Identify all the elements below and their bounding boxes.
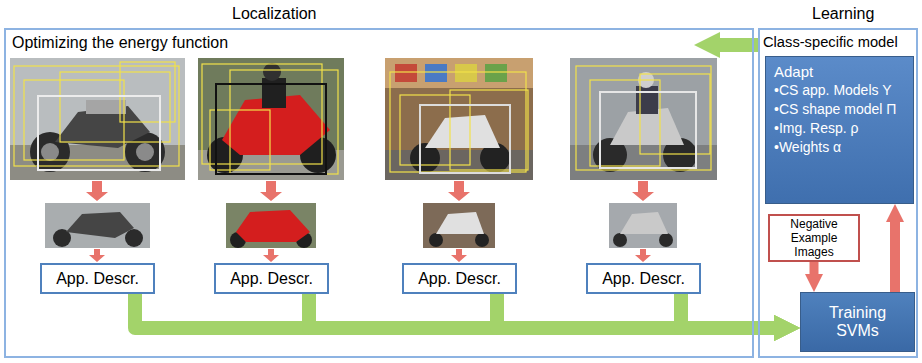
box-label: App. Descr.: [418, 270, 501, 288]
input-box: Negative Example Images: [768, 214, 860, 262]
descriptor-box: App. Descr.: [40, 263, 155, 294]
flow-arrow: [890, 222, 900, 292]
bullet-item: •Img. Resp. ρ: [774, 119, 905, 138]
box-label: Negative Example Images: [775, 217, 853, 259]
panel-subtitle: Optimizing the energy function: [12, 34, 752, 52]
descriptor-box: App. Descr.: [402, 263, 517, 294]
region-panel: LearningClass-specific modelAdapt•CS app…: [758, 28, 918, 358]
process-box: Training SVMs: [800, 292, 915, 352]
descriptor-box: App. Descr.: [586, 263, 701, 294]
flow-arrow: [309, 294, 774, 328]
cropped-image: [226, 203, 316, 248]
model-box: Adapt•CS app. Models Y•CS shape model Π•…: [765, 56, 914, 204]
flow-arrow: [681, 294, 774, 328]
photo: [198, 58, 344, 180]
bullet-item: •CS app. Models Y: [774, 81, 905, 100]
box-label: App. Descr.: [56, 270, 139, 288]
panel-heading: Localization: [232, 5, 317, 23]
flow-arrow: [810, 262, 819, 274]
descriptor-box: App. Descr.: [214, 263, 329, 294]
photo: [10, 58, 185, 180]
red-arrow: [86, 181, 654, 262]
box-heading: Adapt: [774, 62, 905, 81]
region-panel: LocalizationOptimizing the energy functi…: [4, 28, 754, 358]
box-label: App. Descr.: [230, 270, 313, 288]
bullet-item: •Weights α: [774, 138, 905, 157]
cropped-image: [45, 203, 150, 248]
box-label: Training SVMs: [807, 304, 908, 340]
photo: [570, 58, 717, 180]
photo: [385, 58, 533, 180]
box-label: App. Descr.: [602, 270, 685, 288]
bullet-item: •CS shape model Π: [774, 100, 905, 119]
cropped-image: [609, 203, 677, 248]
panel-subtitle: Class-specific model: [763, 34, 916, 50]
flow-arrow: [497, 294, 774, 328]
panel-heading: Learning: [812, 5, 874, 23]
cropped-image: [423, 203, 495, 248]
flow-arrow: [135, 294, 774, 328]
